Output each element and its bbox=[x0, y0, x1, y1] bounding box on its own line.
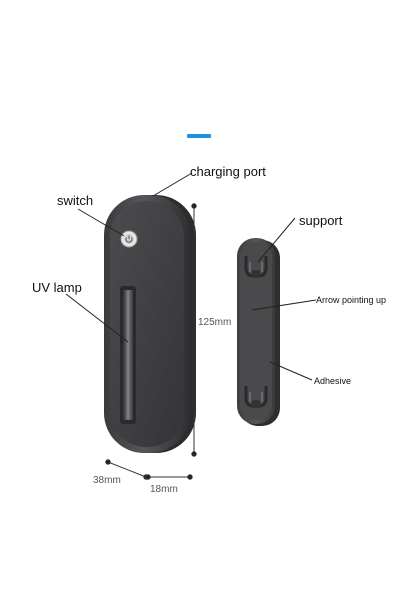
dimension-lines bbox=[105, 203, 197, 480]
hook-icon bbox=[244, 256, 268, 278]
leader-charging-port bbox=[152, 172, 193, 197]
mount-face bbox=[240, 242, 272, 420]
leader-adhesive bbox=[269, 361, 313, 381]
leader-uv-lamp bbox=[65, 293, 129, 343]
leader-support bbox=[257, 217, 296, 263]
uv-lamp-window bbox=[120, 286, 136, 424]
leader-switch bbox=[77, 208, 125, 237]
label-charging-port: charging port bbox=[190, 164, 266, 179]
uv-device bbox=[104, 195, 196, 453]
label-uv-lamp: UV lamp bbox=[32, 280, 82, 295]
dimension-height: 125mm bbox=[198, 317, 231, 328]
mount-support bbox=[237, 238, 280, 426]
label-arrow-pointing-up: Arrow pointing up bbox=[316, 295, 386, 305]
label-adhesive: Adhesive bbox=[314, 376, 351, 386]
dimension-width: 38mm bbox=[93, 475, 121, 486]
leader-arrow-pointing-up bbox=[251, 299, 317, 311]
dimension-depth: 18mm bbox=[150, 484, 178, 495]
hook-icon bbox=[244, 386, 268, 408]
label-switch: switch bbox=[57, 193, 93, 208]
power-button-icon bbox=[120, 230, 138, 248]
accent-bar bbox=[187, 134, 211, 138]
leader-lines bbox=[65, 172, 317, 381]
label-support: support bbox=[299, 213, 343, 228]
